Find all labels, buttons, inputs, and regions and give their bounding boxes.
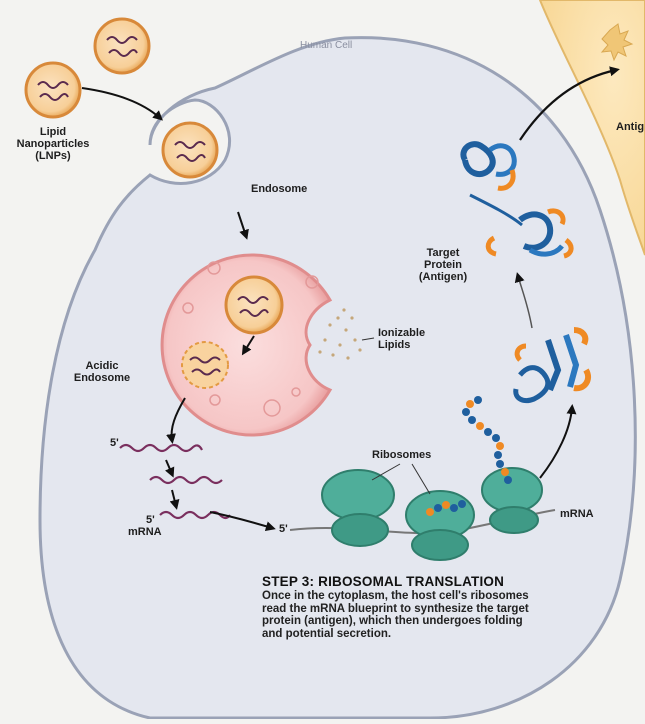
lnp-particle [95,19,149,73]
ribosome [322,470,394,546]
ribosomes-label: Ribosomes [372,449,431,461]
target-protein-label: Target Protein (Antigen) [406,247,480,283]
step-caption: STEP 3: RIBOSOMAL TRANSLATION Once in th… [262,574,542,640]
ionizable-lipids-label: Ionizable Lipids [378,327,425,351]
mrna-label-left: mRNA [128,526,162,538]
five-prime-label: 5' [279,523,288,535]
ribosome [482,468,542,533]
five-prime-label: 5' [146,514,155,526]
antigen-label-partial: Antig [616,121,644,133]
lnp-label: Lipid Nanoparticles (LNPs) [10,126,96,162]
lnp-particle [163,123,217,177]
endosome-label: Endosome [251,183,307,195]
lnp-particle [26,63,80,117]
mrna-label-right: mRNA [560,508,594,520]
arrow-lnp-entry [82,88,160,118]
step-title: STEP 3: RIBOSOMAL TRANSLATION [262,574,542,589]
acidic-endosome [162,255,330,435]
acidic-endosome-label: Acidic Endosome [62,360,142,384]
step-description: Once in the cytoplasm, the host cell's r… [262,590,542,640]
five-prime-label: 5' [110,437,119,449]
cell-label: Human Cell [300,40,352,51]
